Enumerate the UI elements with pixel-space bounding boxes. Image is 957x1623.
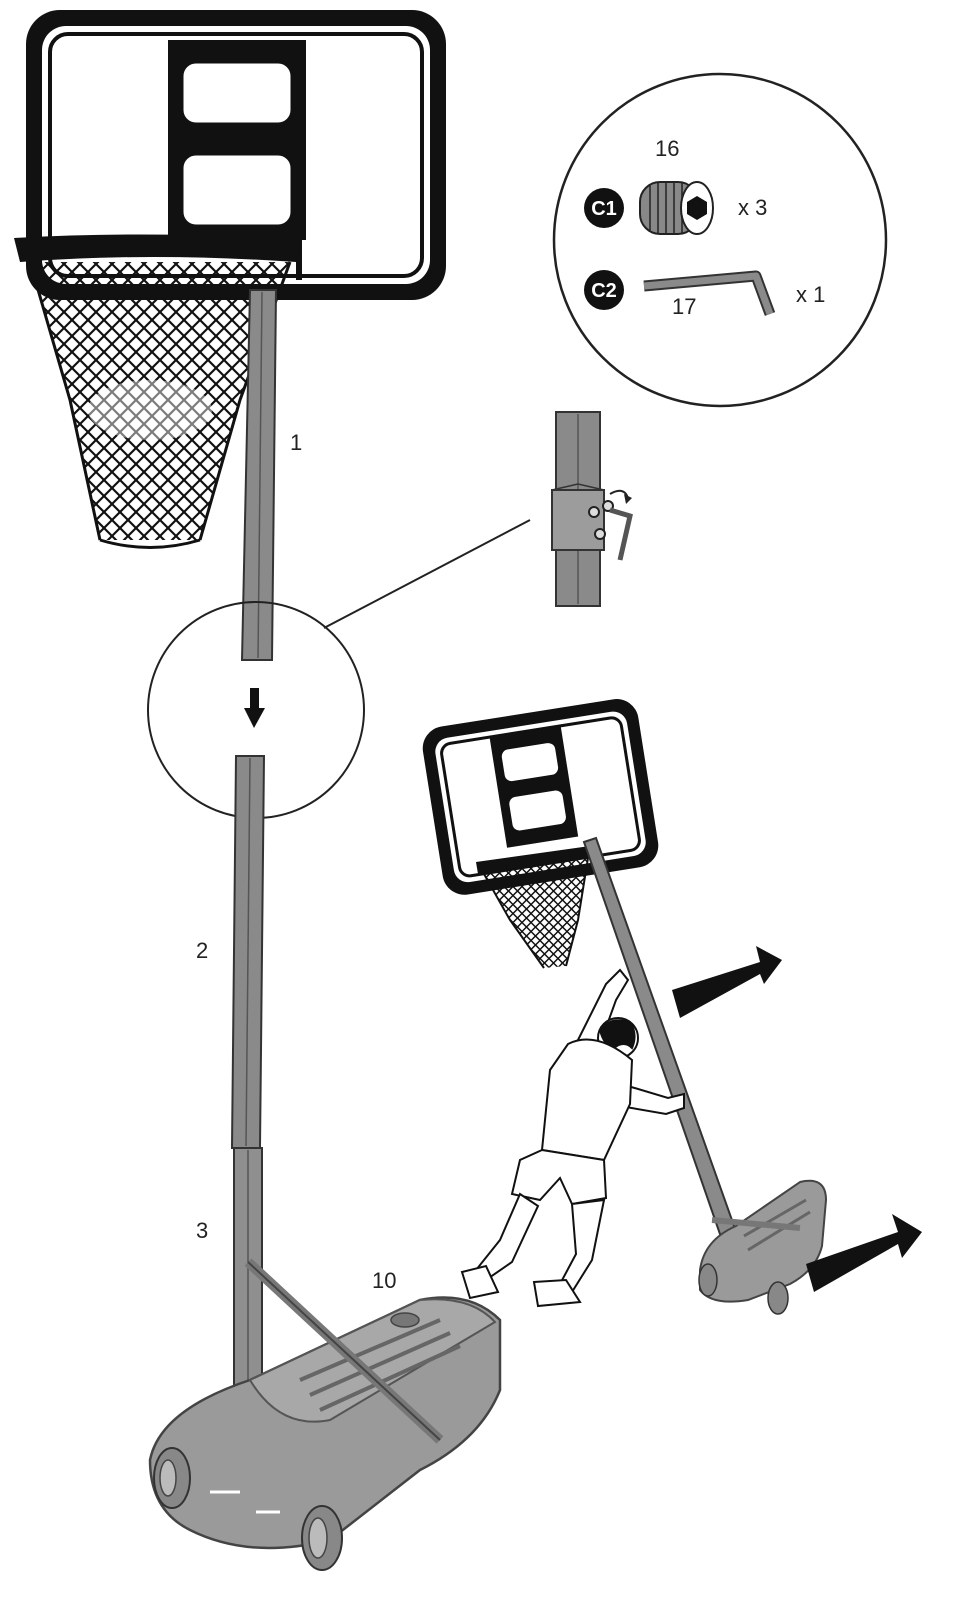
tilt-backboard <box>422 699 659 895</box>
part-label-3: 3 <box>196 1218 208 1243</box>
c1-badge-label: C1 <box>591 198 617 220</box>
parts-callout-circle <box>552 72 888 408</box>
main-backboard <box>26 10 446 300</box>
part-label-2: 2 <box>196 938 208 963</box>
push-arrow-lower <box>806 1214 922 1292</box>
c2-quantity: x 1 <box>796 282 825 307</box>
part-label-16: 16 <box>655 136 679 161</box>
main-base <box>148 1258 502 1571</box>
part-label-1: 1 <box>290 430 302 455</box>
allen-key-icon <box>643 270 776 316</box>
main-rim-and-net <box>14 234 300 549</box>
part-label-10: 10 <box>372 1268 396 1293</box>
pole-middle <box>230 755 266 1149</box>
pole-upper <box>240 289 278 661</box>
insert-arrow <box>244 688 265 728</box>
c1-badge: C1 <box>584 188 624 228</box>
tilt-scene <box>422 699 922 1315</box>
c2-badge-label: C2 <box>591 280 617 302</box>
bolt-icon <box>639 181 714 235</box>
c1-quantity: x 3 <box>738 195 767 220</box>
part-label-17: 17 <box>672 294 696 319</box>
tilt-base <box>698 1179 828 1315</box>
pole-joint-detail <box>551 411 633 607</box>
c2-badge: C2 <box>584 270 624 310</box>
person-figure <box>460 968 685 1308</box>
push-arrow-upper <box>672 946 782 1018</box>
tilt-rim-and-net <box>476 846 590 969</box>
zoom-leader-line <box>323 519 531 629</box>
